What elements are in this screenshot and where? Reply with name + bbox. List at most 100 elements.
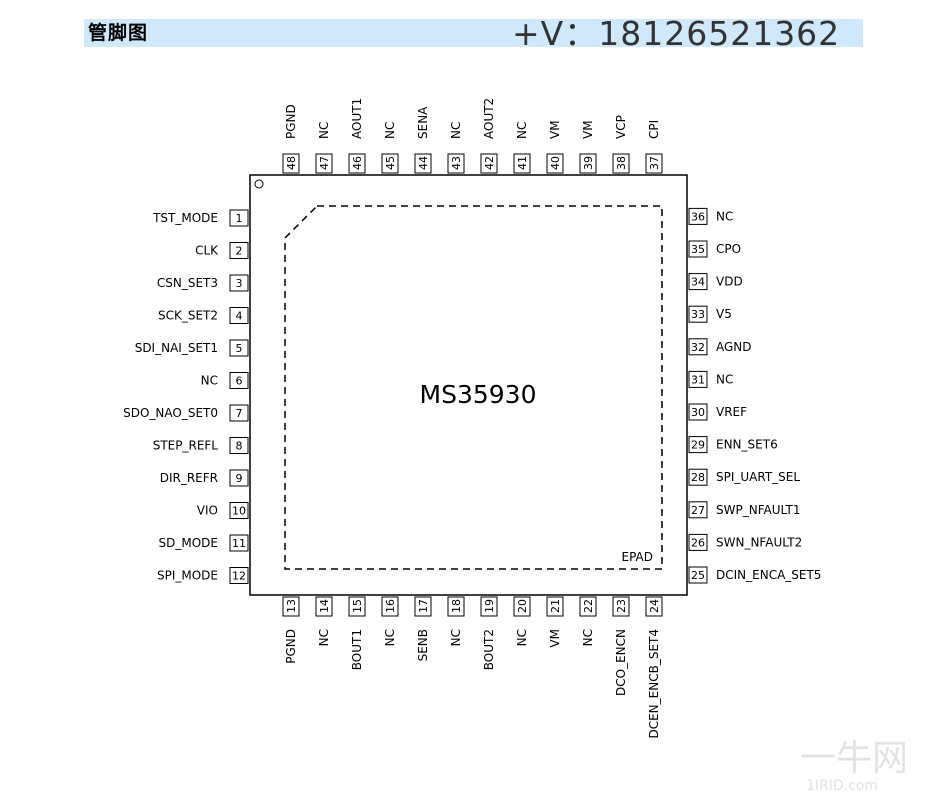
pin-label: NC <box>383 122 397 139</box>
pin-number: 28 <box>691 471 705 484</box>
pin-label: CPI <box>647 120 661 139</box>
pin-box <box>348 596 366 617</box>
pin-label: TST_MODE <box>152 211 218 225</box>
pin-box <box>688 403 708 421</box>
pin-box <box>229 372 249 389</box>
pin-box <box>315 596 333 617</box>
pin-box <box>229 339 249 357</box>
pin-box <box>688 273 708 291</box>
pin-box <box>229 469 249 487</box>
pin-number: 17 <box>417 599 430 613</box>
pin-label: NC <box>449 629 463 646</box>
pin-box <box>688 468 708 486</box>
pin-number: 22 <box>582 599 595 613</box>
pin-label: CLK <box>195 244 219 258</box>
pin-number: 12 <box>232 570 246 583</box>
pin-number: 3 <box>236 277 243 290</box>
pin-number: 14 <box>318 599 331 613</box>
pin-number: 2 <box>236 245 243 258</box>
pin-label: VCP <box>614 115 628 139</box>
pin-number: 5 <box>236 342 243 355</box>
pin-label: SPI_UART_SEL <box>716 470 800 484</box>
pin-number: 37 <box>648 156 661 170</box>
pin-box <box>688 305 708 323</box>
pin-label: NC <box>515 629 529 646</box>
pin-number: 18 <box>450 599 463 613</box>
pin-label: SWN_NFAULT2 <box>716 535 802 549</box>
pin-box <box>348 153 366 174</box>
pin-number: 34 <box>691 276 705 289</box>
pin-number: 33 <box>691 308 705 321</box>
pin-label: CSN_SET3 <box>157 276 218 290</box>
pin-box <box>612 153 630 174</box>
pin-box <box>315 153 333 174</box>
pin-label: SENB <box>416 629 430 661</box>
pin-box <box>229 437 249 454</box>
pin-label: SENA <box>416 106 430 139</box>
pin-label: SCK_SET2 <box>158 309 218 323</box>
pin-box <box>229 404 249 422</box>
pin-box <box>688 533 708 551</box>
pin-box <box>229 274 249 292</box>
pin-box <box>645 153 663 174</box>
pin-label: PGND <box>284 629 298 664</box>
pin-number: 13 <box>285 599 298 613</box>
pin-box <box>282 596 300 617</box>
pin-label: ENN_SET6 <box>716 438 778 452</box>
pin-box <box>447 153 465 174</box>
pin-number: 27 <box>691 504 705 517</box>
pin-box <box>513 153 531 174</box>
pin-box <box>612 596 630 617</box>
pin-number: 43 <box>450 156 463 170</box>
pin-number: 1 <box>236 212 243 225</box>
pin-label: VM <box>548 629 562 648</box>
pin-box <box>229 307 249 324</box>
pin-number: 40 <box>549 156 562 170</box>
pin-number: 38 <box>615 156 628 170</box>
pin-number: 20 <box>516 599 529 613</box>
pin-box <box>688 370 708 388</box>
pin-number: 31 <box>691 373 705 386</box>
pin-box <box>229 502 249 519</box>
pin-label: CPO <box>716 242 741 256</box>
pin-label: SD_MODE <box>159 536 218 550</box>
chip-name: MS35930 <box>420 380 537 409</box>
pin-label: PGND <box>284 104 298 139</box>
pin-number: 30 <box>691 406 705 419</box>
pin-number: 6 <box>236 375 243 388</box>
watermark-subtext: 1IRID.com <box>806 778 878 794</box>
pin-number: 24 <box>648 599 661 613</box>
pin-label: VIO <box>197 504 218 518</box>
pin-box <box>480 596 498 617</box>
pin-number: 46 <box>351 156 364 170</box>
pin-box <box>480 153 498 174</box>
pin-number: 47 <box>318 156 331 170</box>
pin-box <box>229 242 249 259</box>
pin-box <box>579 153 597 174</box>
pin-number: 4 <box>236 310 243 323</box>
pin-box <box>447 596 465 617</box>
pin-number: 25 <box>691 569 705 582</box>
pin-label: V5 <box>716 307 732 321</box>
pin-number: 35 <box>691 243 705 256</box>
pins-layer: 1TST_MODE2CLK3CSN_SET34SCK_SET25SDI_NAI_… <box>123 98 821 739</box>
pin-box <box>688 207 708 225</box>
pin-box <box>688 501 708 519</box>
pin-box <box>688 338 708 356</box>
pin-number: 7 <box>236 407 243 420</box>
pin-box <box>688 436 708 454</box>
pin-label: DCO_ENCN <box>614 629 628 696</box>
pin-box <box>381 596 399 617</box>
pin-label: NC <box>581 629 595 646</box>
pin-number: 29 <box>691 439 705 452</box>
pin-label: BOUT2 <box>482 629 496 670</box>
pin-number: 32 <box>691 341 705 354</box>
pin-label: NC <box>716 209 733 223</box>
pin-box <box>229 209 249 227</box>
page-title: 管脚图 <box>88 22 149 44</box>
pin-label: NC <box>201 374 218 388</box>
pin-number: 19 <box>483 599 496 613</box>
pin-number: 10 <box>232 505 246 518</box>
pin-box <box>414 153 432 174</box>
pin-label: AOUT2 <box>482 98 496 139</box>
